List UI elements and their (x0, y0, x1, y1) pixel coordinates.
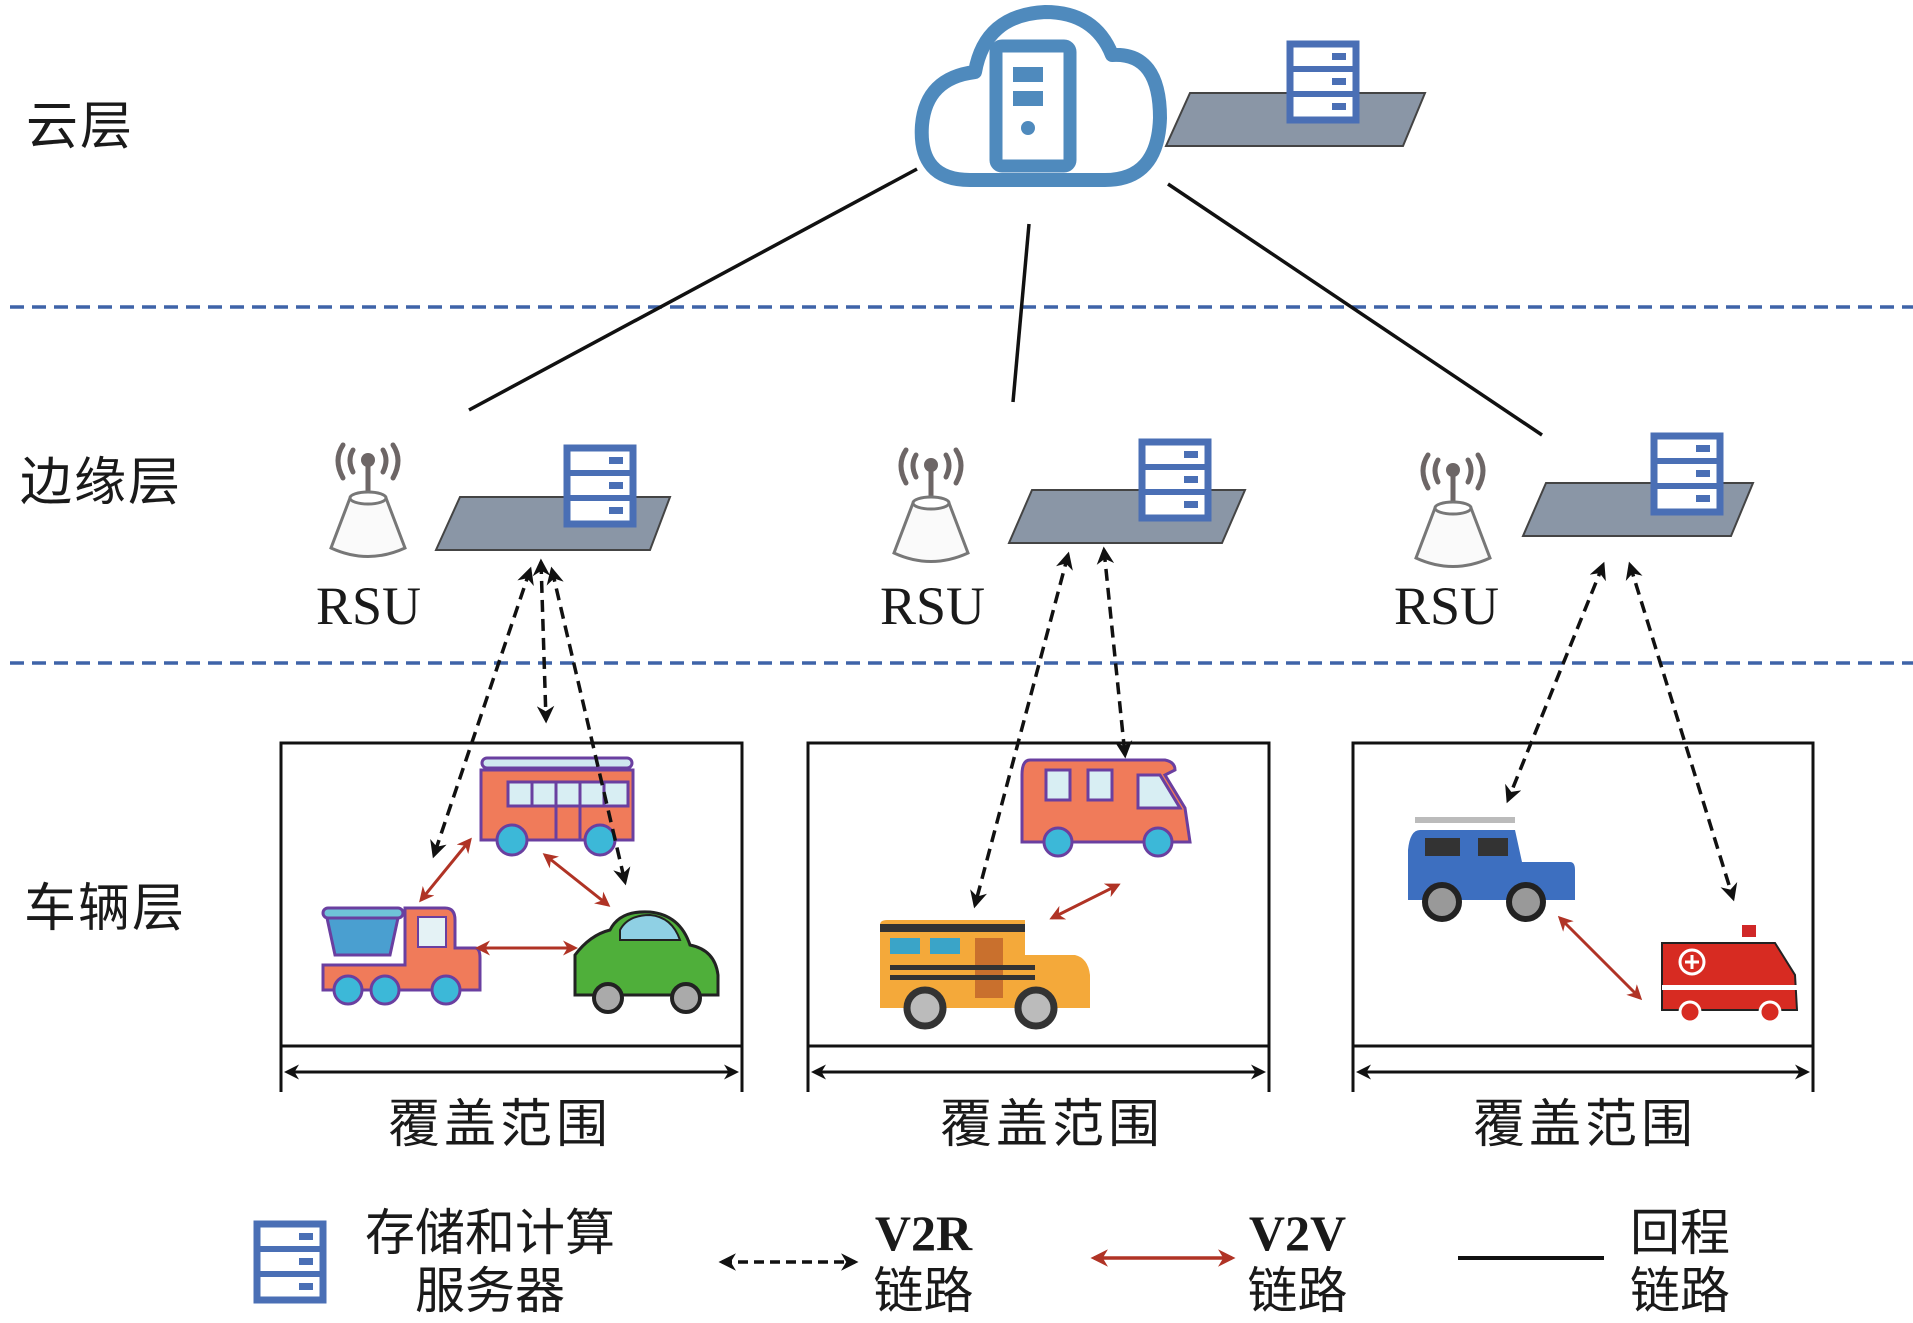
school-bus-icon (880, 920, 1090, 1030)
green-car-icon (573, 910, 720, 1014)
legend-v2r-line2: 链路 (873, 1262, 974, 1320)
cloud-storage-platform (1164, 44, 1427, 147)
v2v-link (419, 837, 472, 903)
v2r-link (1625, 561, 1738, 902)
v2r-link (1096, 546, 1133, 759)
server-icon (1290, 44, 1356, 120)
camper-van-icon (1020, 758, 1192, 858)
v2r-link (970, 551, 1073, 909)
server-icon (1654, 436, 1720, 512)
cloud-layer-label: 云层 (26, 97, 135, 157)
blue-suv-icon (1408, 817, 1575, 922)
v2r-links (430, 546, 1738, 909)
server-icon (567, 448, 633, 524)
legend-backhaul-line2: 链路 (1630, 1262, 1730, 1320)
antenna-icon (331, 445, 405, 557)
bus-icon (479, 756, 635, 857)
rsu-2 (894, 442, 1247, 562)
rsu-1 (331, 445, 672, 557)
coverage-label: 覆盖范围 (939, 1095, 1164, 1155)
server-icon (1142, 442, 1208, 518)
rsu-label: RSU (880, 576, 986, 636)
backhaul-link-3 (1167, 182, 1543, 437)
coverage-label: 覆盖范围 (387, 1095, 612, 1155)
legend-v2r-line1: V2R (874, 1205, 973, 1261)
v2v-link (542, 853, 611, 907)
legend-server-label: 存储和计算 服务器 (340, 1204, 640, 1320)
backhaul-link-2 (1011, 223, 1031, 403)
cloud-server-icon (914, 5, 1167, 187)
rsu-label: RSU (1394, 576, 1500, 636)
vehicle-layer-label: 车辆层 (24, 879, 187, 939)
legend-server-icon (257, 1224, 323, 1300)
dump-truck-icon (321, 906, 482, 1006)
legend-backhaul-label: 回程 链路 (1620, 1204, 1740, 1320)
legend-v2v-label: V2V 链路 (1240, 1204, 1355, 1320)
ambulance-icon (1661, 925, 1799, 1024)
legend-v2r-label: V2R 链路 (866, 1204, 981, 1320)
v2r-link (430, 566, 534, 859)
v2v-link (1049, 883, 1121, 920)
antenna-icon (1416, 455, 1490, 567)
v2r-link (1505, 561, 1606, 804)
v2r-link (546, 566, 631, 886)
coverage-cell-3 (1351, 741, 1815, 1092)
legend-server-line1: 存储和计算 (365, 1204, 615, 1262)
rsu-label: RSU (316, 576, 422, 636)
legend-server-line2: 服务器 (415, 1262, 565, 1320)
v2r-link (532, 558, 555, 724)
antenna-icon (894, 450, 968, 562)
rsu-3 (1416, 436, 1755, 567)
coverage-label: 覆盖范围 (1472, 1095, 1697, 1155)
legend-v2v-line1: V2V (1248, 1205, 1347, 1261)
v2v-links (419, 837, 1643, 1001)
edge-layer-label: 边缘层 (20, 453, 183, 513)
backhaul-link-1 (468, 167, 918, 412)
legend-v2v-line2: 链路 (1247, 1262, 1348, 1320)
legend-backhaul-line1: 回程 (1630, 1204, 1730, 1262)
v2v-link (1557, 915, 1643, 1001)
